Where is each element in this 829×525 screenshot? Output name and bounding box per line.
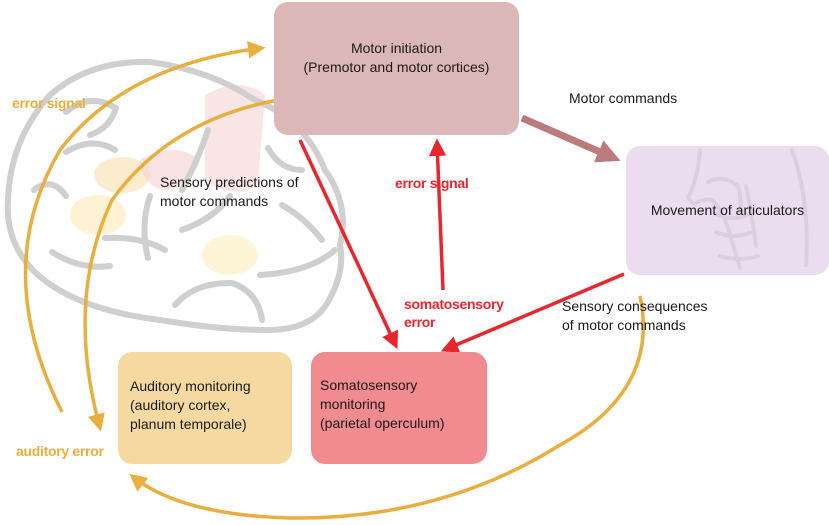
arrow-error-signal-red — [428, 138, 447, 291]
arrow-error-signal-orange — [23, 41, 266, 413]
arrow-sensory-consequences — [440, 272, 625, 353]
auditory-monitoring-box: Auditory monitoring (auditory cortex, pl… — [118, 352, 292, 464]
auditory-monitoring-line3: planum temporale) — [130, 415, 247, 432]
somatosensory-error-line2: error — [404, 313, 436, 330]
motor-initiation-title: Motor initiation — [350, 40, 443, 56]
somatosensory-error-line1: somatosensory — [404, 296, 504, 312]
arrow-sensory-predictions — [298, 139, 399, 350]
sensory-predictions-label: Sensory predictions of motor commands — [160, 173, 299, 211]
somatosensory-monitoring-line3: (parietal operculum) — [320, 414, 445, 431]
arrow-consequences-to-auditory — [129, 295, 645, 520]
motor-commands-label: Motor commands — [569, 90, 678, 106]
brain-outline-icon — [4, 58, 346, 333]
somatosensory-monitoring-title: Somatosensory — [320, 377, 418, 393]
sensory-consequences-label: Sensory consequences of motor commands — [562, 297, 708, 335]
sensory-consequences-line1: Sensory consequences — [562, 298, 708, 314]
somatosensory-error-label: somatosensory error — [404, 296, 504, 331]
auditory-monitoring-line2: (auditory cortex, — [130, 396, 231, 413]
movement-of-articulators-title: Movement of articulators — [650, 202, 805, 218]
motor-initiation-box: Motor initiation (Premotor and motor cor… — [274, 2, 519, 135]
arrow-motor-commands — [520, 114, 621, 163]
error-signal-orange-label: error signal — [12, 95, 86, 111]
sensory-predictions-line1: Sensory predictions of — [160, 174, 299, 190]
sensory-consequences-line2: of motor commands — [562, 316, 686, 333]
auditory-monitoring-title: Auditory monitoring — [130, 378, 251, 394]
auditory-error-label: auditory error — [16, 443, 104, 459]
somatosensory-monitoring-line2: monitoring — [320, 395, 386, 412]
movement-of-articulators-box: Movement of articulators — [626, 146, 829, 275]
error-signal-red-label: error signal — [395, 175, 469, 191]
somatosensory-monitoring-box: Somatosensory monitoring (parietal operc… — [311, 352, 487, 464]
arrow-prediction-to-auditory — [83, 98, 279, 432]
motor-initiation-subtitle: (Premotor and motor cortices) — [303, 58, 490, 75]
sensory-predictions-line2: motor commands — [160, 192, 269, 209]
